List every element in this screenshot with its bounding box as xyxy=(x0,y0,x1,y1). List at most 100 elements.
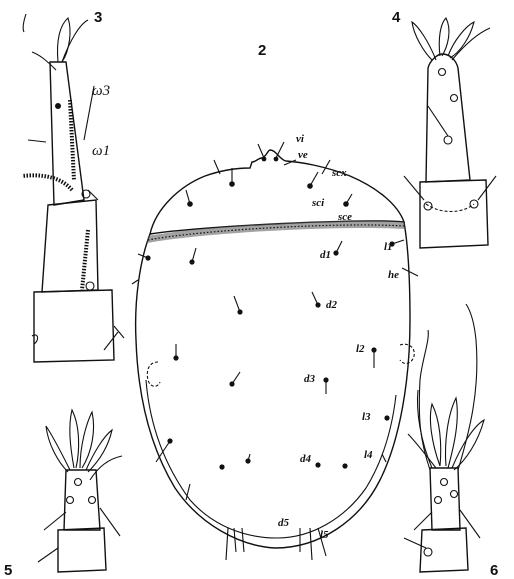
fig5-seta-left xyxy=(44,512,66,530)
fig6-tibia-pore xyxy=(424,548,432,556)
hysterosoma-outline xyxy=(136,222,410,548)
seta-l1-right xyxy=(392,240,404,244)
seta-l3-right-base xyxy=(384,415,389,420)
fig4-claw-a xyxy=(439,18,449,56)
fig4-tarsus xyxy=(426,54,470,182)
seta-vi-base xyxy=(262,157,267,162)
label-d4: d4 xyxy=(300,453,312,465)
label-he: he xyxy=(388,269,399,281)
figure-number-5: 5 xyxy=(4,562,12,579)
fig5-tarsus xyxy=(64,470,100,530)
fig3-genu-pore xyxy=(32,335,38,344)
fig6-tibia xyxy=(420,528,468,572)
fig3-omega3-solenidion xyxy=(70,100,74,180)
seta-d2-left xyxy=(234,296,240,312)
label-l1: l1 xyxy=(384,241,393,253)
fig4-seta-right xyxy=(452,28,490,60)
label-sce: sce xyxy=(337,211,352,223)
seta-d3-left xyxy=(232,372,240,384)
fig5-seta-right xyxy=(100,508,120,536)
seta-d5-r2 xyxy=(310,528,312,560)
fig3-pore xyxy=(55,103,61,109)
fig5-lamella-e xyxy=(90,456,122,480)
fig2-dorsal-body xyxy=(132,142,418,560)
fig3-genu-seta xyxy=(104,332,118,350)
fig3-seta-c xyxy=(23,14,26,32)
figure-number-3: 3 xyxy=(94,9,102,26)
seta-sce-right xyxy=(346,194,352,204)
label-omega1: ω1 xyxy=(92,143,110,159)
fig3-lateral-seta xyxy=(28,140,46,142)
fig3-omega1-solenidion xyxy=(22,175,72,190)
seta-d5-l1 xyxy=(234,528,236,552)
fig6-seta-left xyxy=(414,512,432,530)
fig4-tibia-pore-left xyxy=(424,202,432,210)
fig5-pore-c xyxy=(89,497,96,504)
label-l3: l3 xyxy=(362,411,371,423)
label-d2: d2 xyxy=(326,299,338,311)
seta-sce-left xyxy=(186,190,190,204)
seta-d5-l2 xyxy=(242,528,244,552)
fig3-tibia-base xyxy=(86,282,94,290)
label-d5: d5 xyxy=(278,517,290,529)
lateral-gland-left xyxy=(147,362,160,386)
label-d3: d3 xyxy=(304,373,316,385)
seta-he-right xyxy=(402,268,418,276)
figure-number-4: 4 xyxy=(392,9,401,26)
label-l2: l2 xyxy=(356,343,365,355)
fig4-tibia-seta-left xyxy=(404,176,424,200)
fig4-dashed-arc xyxy=(426,204,474,212)
seta-vi-base-2 xyxy=(274,157,279,162)
label-l5: l5 xyxy=(320,529,329,541)
fig6-seta-right xyxy=(460,510,480,538)
fig5-pore-b xyxy=(67,497,74,504)
fig5-tibia xyxy=(58,528,106,572)
fig4-tibia xyxy=(420,180,488,248)
figure-number-2: 2 xyxy=(258,42,266,59)
fig3-tarsus xyxy=(50,62,84,205)
seta-d1-left xyxy=(192,248,196,262)
seta-d1-right xyxy=(336,241,342,253)
fig6-pore-a xyxy=(441,479,448,486)
fig4-seta-left xyxy=(412,22,436,60)
label-ve: ve xyxy=(298,149,308,161)
fig4-pore-a xyxy=(439,69,446,76)
fig3-genu-seta-2 xyxy=(114,326,124,338)
fig6-leg-segment xyxy=(404,304,484,572)
fig4-pore-c xyxy=(444,136,452,144)
fig4-seta-c xyxy=(428,106,448,136)
seta-he-left xyxy=(132,280,138,284)
seta-d4-left-base xyxy=(219,464,224,469)
seta-d4-right-base xyxy=(315,462,320,467)
fig3-tibia-solenidion xyxy=(82,230,88,290)
fig3-genu xyxy=(34,290,114,362)
label-d1: d1 xyxy=(320,249,331,261)
seta-vi-left xyxy=(258,144,264,158)
fig6-tibia-seta xyxy=(404,538,426,548)
inner-margin-line xyxy=(146,380,396,538)
seta-vi-right xyxy=(276,142,284,158)
seta-l3-left xyxy=(156,441,170,462)
fig5-lamella-a xyxy=(46,426,70,472)
seta-d2-right xyxy=(312,292,318,305)
label-sci: sci xyxy=(311,197,325,209)
fig3-leg-segment xyxy=(22,14,124,362)
fig5-tibia-seta xyxy=(38,548,58,562)
fig4-leg-segment xyxy=(404,18,496,248)
fig6-lamella-b xyxy=(430,404,440,466)
fig6-lamella-c xyxy=(445,398,457,468)
fig5-pore-a xyxy=(75,479,82,486)
label-scx: scx xyxy=(331,167,347,179)
label-l4: l4 xyxy=(364,449,373,461)
fig4-claw-b xyxy=(448,22,474,58)
fig6-pore-c xyxy=(435,497,442,504)
seta-l4-right xyxy=(382,454,386,462)
sejugal-furrow xyxy=(147,221,405,243)
label-omega3: ω3 xyxy=(92,83,110,99)
figure-number-6: 6 xyxy=(490,562,498,579)
lateral-gland-right xyxy=(400,344,414,363)
fig3-claw-a xyxy=(57,18,70,62)
fig5-leg-segment xyxy=(38,410,122,572)
seta-d4-far-base xyxy=(342,463,347,468)
